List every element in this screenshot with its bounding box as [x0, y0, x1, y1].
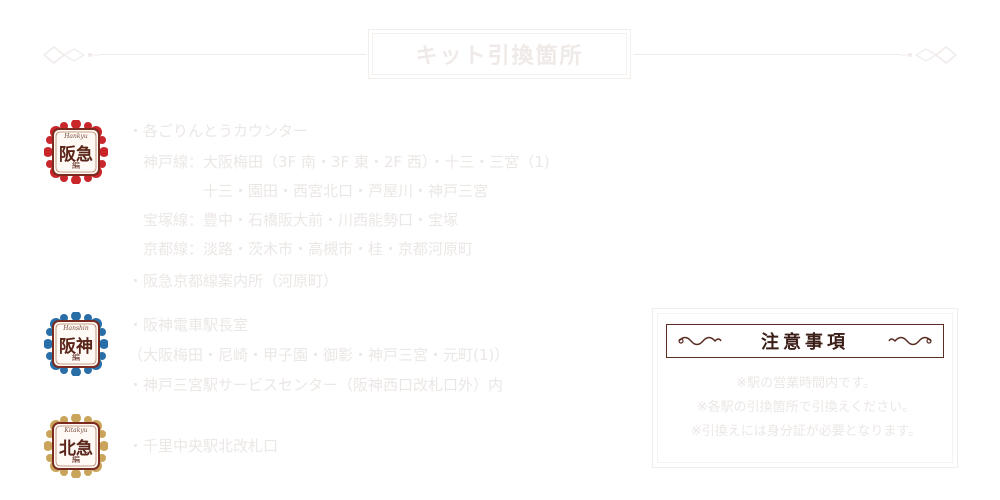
list-item: ・千里中央駅北改札口: [128, 437, 279, 455]
notice-header: 注意事項: [666, 324, 944, 358]
floral-frame-icon: [44, 120, 108, 184]
list-item: 宝塚線：豊中・石橋阪大前・川西能勢口・宝塚: [128, 211, 459, 229]
scroll-ornament-icon: [678, 336, 722, 346]
scroll-ornament-icon: [888, 336, 932, 346]
badge-sub: 編: [72, 455, 80, 464]
hankyu-badge: Hankyu 阪急 編: [44, 120, 108, 184]
notice-line: ※引換えには身分証が必要となります。: [690, 424, 922, 439]
section-title: キット引換箇所: [415, 44, 584, 69]
list-item: 神戸線：大阪梅田（3F 南・3F 東・2F 西）・十三・三宮（1): [128, 153, 550, 171]
notice-title: 注意事項: [761, 332, 849, 353]
notice-line: ※各駅の引換箇所で引換えください。: [696, 400, 916, 415]
list-item: ・神戸三宮駅サービスセンター（阪神西口改札口外）内: [128, 376, 504, 394]
list-item: ・阪急京都線案内所（河原町）: [128, 272, 339, 290]
notice-box: [652, 308, 958, 468]
list-item: ・各ごりんとうカウンター: [128, 122, 309, 140]
badge-roman: Kitakyu: [64, 427, 88, 434]
section-title-box: キット引換箇所: [368, 29, 631, 79]
badge-roman: Hanshin: [63, 325, 89, 332]
hanshin-badge: Hanshin 阪神 編: [44, 312, 108, 376]
list-item: 十三・園田・西宮北口・芦屋川・神戸三宮: [128, 182, 489, 200]
notice-line: ※駅の営業時間内です。: [736, 376, 876, 391]
diamond-ornament-icon: [900, 46, 958, 64]
floral-frame-icon: [44, 312, 108, 376]
badge-roman: Hankyu: [64, 133, 88, 140]
list-item: ・阪神電車駅長室: [128, 316, 249, 334]
diamond-ornament-icon: [42, 46, 100, 64]
badge-title: 阪神: [59, 337, 93, 357]
badge-sub: 編: [72, 353, 80, 362]
badge-title: 北急: [59, 439, 93, 459]
badge-sub: 編: [72, 161, 80, 170]
list-item: 京都線：淡路・茨木市・高槻市・桂・京都河原町: [128, 240, 474, 258]
kitakyu-badge: Kitakyu 北急 編: [44, 414, 108, 478]
floral-frame-icon: [44, 414, 108, 478]
list-item: （大阪梅田・尼崎・甲子園・御影・神戸三宮・元町(1)）: [128, 346, 510, 364]
badge-title: 阪急: [59, 145, 93, 165]
notice-body: ※駅の営業時間内です。 ※各駅の引換箇所で引換えください。 ※引換えには身分証が…: [656, 372, 956, 444]
